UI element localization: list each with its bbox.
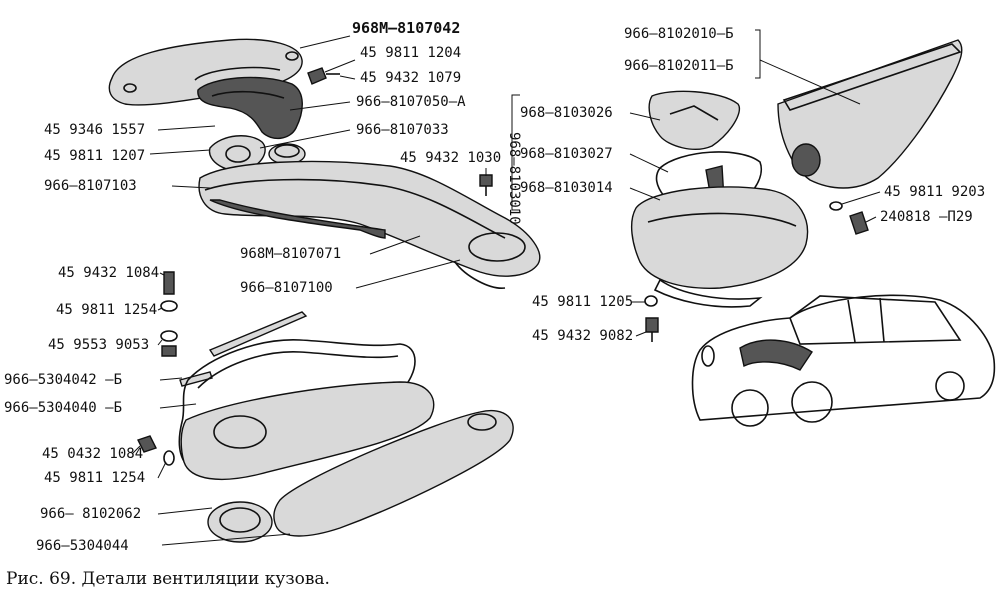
label-966-8102062: 966– 8102062	[40, 506, 141, 522]
label-966-8107050-a: 966–8107050–А	[356, 94, 466, 110]
label-966-8102010-b: 966–8102010–Б	[624, 26, 734, 42]
label-45-9811-1254-top: 45 9811 1254	[56, 302, 157, 318]
leader-lines	[131, 29, 881, 546]
label-966-5304044: 966–5304044	[36, 538, 129, 554]
label-45-9432-9082: 45 9432 9082	[532, 328, 633, 344]
label-45-9346-1557: 45 9346 1557	[44, 122, 145, 138]
label-45-9432-1084: 45 9432 1084	[58, 265, 159, 281]
water-trap-housing	[630, 186, 809, 308]
label-966-8102011-b: 966–8102011–Б	[624, 58, 734, 74]
label-968-8103026: 968–8103026	[520, 105, 613, 121]
duct-gasket	[208, 135, 266, 172]
label-968-8103010: 968–8103010	[506, 132, 522, 225]
label-966-8107100: 966–8107100	[240, 280, 333, 296]
label-966-8107033: 966–8107033	[356, 122, 449, 138]
label-966-5304042-b: 966–5304042 –Б	[4, 372, 122, 388]
label-45-9811-1207: 45 9811 1207	[44, 148, 145, 164]
screws-top	[307, 67, 493, 196]
air-duct	[198, 160, 541, 289]
round-gasket	[207, 501, 273, 543]
label-45-9811-9203: 45 9811 9203	[884, 184, 985, 200]
label-966-5304040-b: 966–5304040 –Б	[4, 400, 122, 416]
side-air-scoop	[777, 39, 963, 189]
label-45-0432-1084: 45 0432 1084	[42, 446, 143, 462]
label-240818-p29: 240818 –П29	[880, 209, 973, 225]
car-illustration	[691, 294, 996, 427]
figure-caption: Рис. 69. Детали вентиляции кузова.	[6, 569, 330, 589]
seal-strip	[179, 311, 308, 387]
vent-nozzle-cap	[648, 90, 741, 150]
lower-gasket-plate	[273, 410, 514, 537]
label-968m-8107042: 968М–8107042	[352, 19, 460, 37]
label-966-8107103: 966–8107103	[44, 178, 137, 194]
duct-collar	[268, 143, 306, 165]
intake-hose	[197, 76, 303, 139]
screws-middle	[644, 295, 659, 342]
label-968-8103014: 968–8103014	[520, 180, 613, 196]
label-45-9432-1030: 45 9432 1030	[400, 150, 501, 166]
screws-bottom	[137, 271, 178, 466]
label-45-9553-9053: 45 9553 9053	[48, 337, 149, 353]
part-labels: 968М–8107042 45 9811 1204 45 9432 1079 9…	[4, 19, 985, 554]
label-968m-8107071: 968М–8107071	[240, 246, 341, 262]
label-45-9811-1254-bottom: 45 9811 1254	[44, 470, 145, 486]
cover-plate	[180, 381, 435, 480]
label-45-9432-1079: 45 9432 1079	[360, 70, 461, 86]
label-45-9811-1204: 45 9811 1204	[360, 45, 461, 61]
label-968-8103027: 968–8103027	[520, 146, 613, 162]
screws-right	[829, 201, 869, 235]
label-45-9811-1205: 45 9811 1205	[532, 294, 633, 310]
